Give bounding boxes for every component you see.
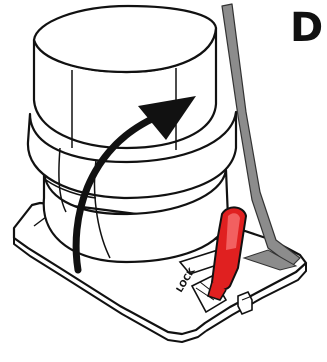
step-letter: D: [290, 8, 323, 48]
side-clip: [238, 292, 252, 314]
